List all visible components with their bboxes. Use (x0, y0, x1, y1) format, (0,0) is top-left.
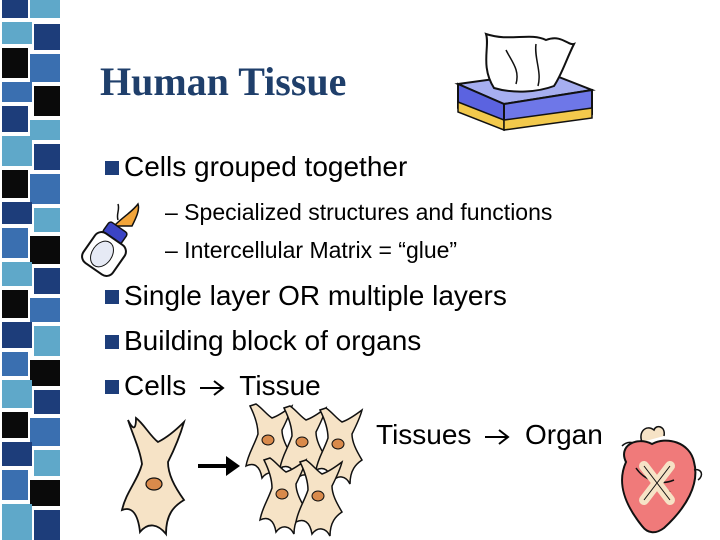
bullet-square-icon (105, 290, 119, 304)
flow-from: Tissues (376, 419, 472, 450)
subbullet-specialized: – Specialized structures and functions (165, 199, 552, 226)
flow-to: Organ (525, 419, 603, 450)
bullet-cells-to-tissue: Cells Tissue (105, 370, 321, 402)
subbullet-text: – Specialized structures and functions (165, 199, 553, 225)
right-arrow-icon (200, 379, 225, 396)
cell-icon (120, 416, 186, 537)
subbullet-text: – Intercellular Matrix = “glue” (165, 237, 458, 263)
heart-organ-icon (621, 425, 703, 534)
flow-from: Cells (124, 370, 187, 401)
bullet-text: Building block of organs (124, 325, 422, 356)
decorative-left-strip (0, 0, 64, 540)
bullet-square-icon (105, 335, 119, 349)
subbullet-matrix: – Intercellular Matrix = “glue” (165, 237, 457, 264)
tissues-to-organ: Tissues Organ (376, 419, 603, 451)
glue-bottle-icon (81, 202, 140, 277)
right-arrow-icon (485, 428, 510, 445)
bullet-text: Single layer OR multiple layers (124, 280, 507, 311)
flow-to: Tissue (239, 370, 321, 401)
bullet-building-block: Building block of organs (105, 325, 422, 357)
tissue-box-icon (454, 32, 596, 132)
bullet-single-layer: Single layer OR multiple layers (105, 280, 507, 312)
bullet-square-icon (105, 380, 119, 394)
bullet-cells-grouped: Cells grouped together (105, 151, 408, 183)
tissue-cluster-icon (245, 403, 364, 537)
bullet-square-icon (105, 161, 119, 175)
cell-to-tissue-arrow-icon (198, 456, 240, 476)
strip-blocks (2, 0, 60, 540)
bullet-text: Cells grouped together (124, 151, 408, 182)
slide-title: Human Tissue (100, 59, 347, 104)
